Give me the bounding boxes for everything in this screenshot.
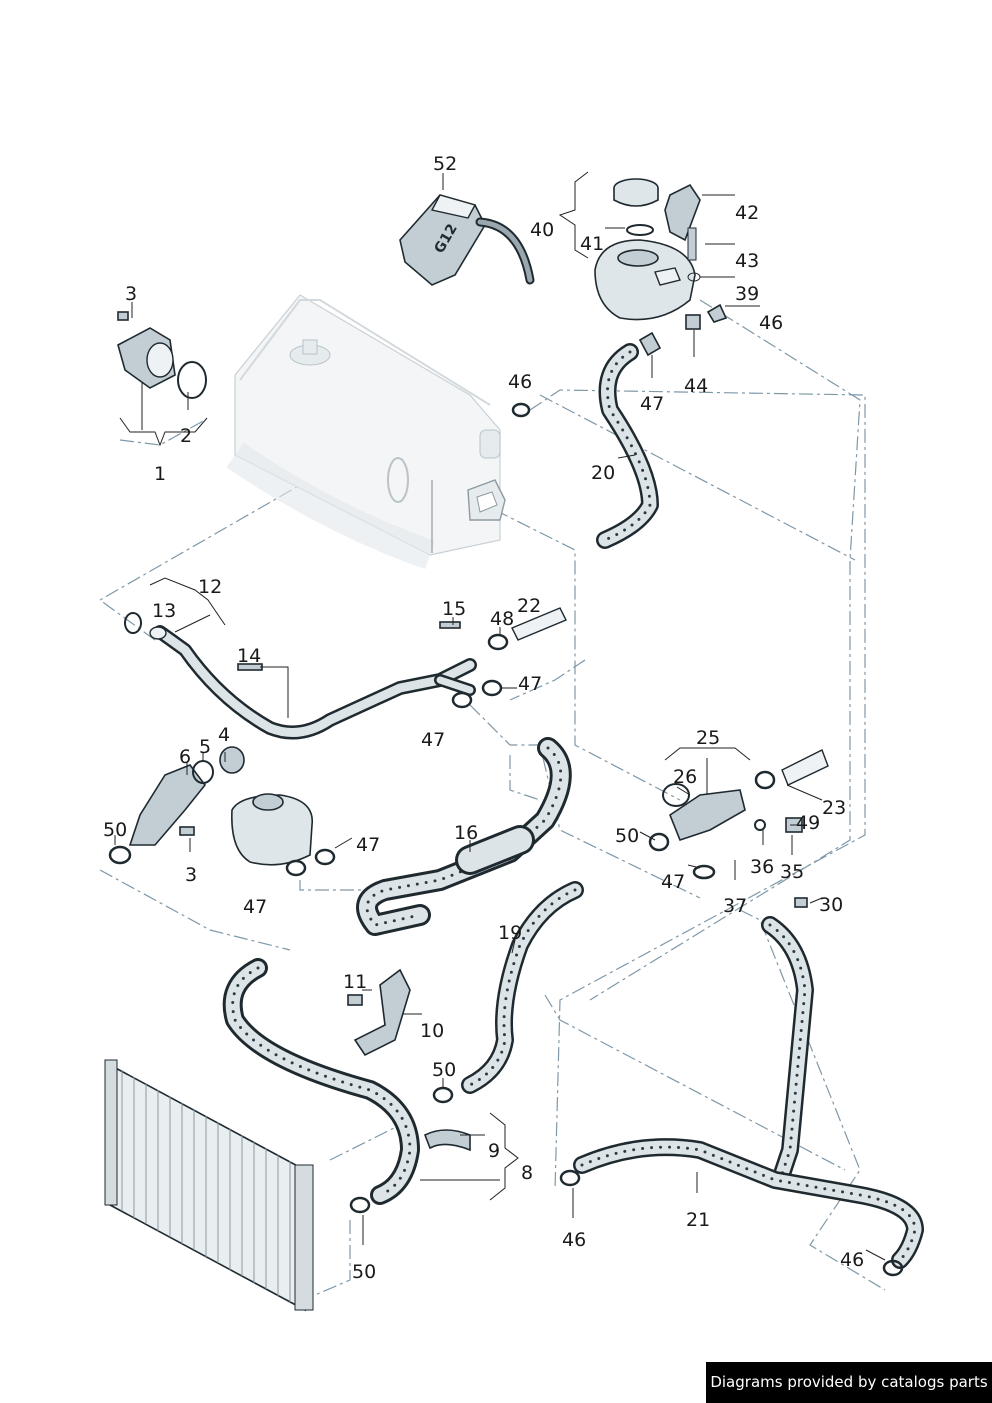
callout-39: 39 [735, 283, 759, 305]
callout-6: 6 [179, 746, 191, 768]
bracket [347, 968, 471, 1214]
callout-44: 44 [684, 375, 708, 397]
coolant-jug: G12 [399, 194, 535, 286]
callout-21: 21 [686, 1209, 710, 1231]
callout-23: 23 [822, 797, 846, 819]
callout-labels: 52 42 40 41 43 3 39 46 2 46 44 47 1 20 1… [103, 153, 864, 1283]
callout-2: 2 [180, 425, 192, 447]
callout-37: 37 [723, 895, 747, 917]
thermostat-housing [117, 311, 207, 399]
callout-8: 8 [521, 1162, 533, 1184]
callout-47-pipe: 47 [421, 729, 445, 751]
callout-47-top: 47 [640, 393, 664, 415]
callout-26: 26 [673, 766, 697, 788]
radiator [104, 1059, 314, 1312]
callout-48: 48 [490, 608, 514, 630]
leader-lines [114, 171, 886, 1261]
callout-10: 10 [420, 1020, 444, 1042]
callout-4: 4 [218, 724, 230, 746]
callout-47-left: 47 [243, 896, 267, 918]
guide-lines [98, 299, 886, 1296]
callout-22: 22 [517, 595, 541, 617]
coolant-pipe [124, 402, 567, 740]
callout-3-top: 3 [125, 283, 137, 305]
callout-52: 52 [433, 153, 457, 175]
footer-banner: Diagrams provided by catalogs parts [706, 1362, 992, 1403]
callout-16: 16 [454, 822, 478, 844]
callout-9: 9 [488, 1140, 500, 1162]
callout-41: 41 [580, 233, 604, 255]
hoses [222, 343, 924, 1277]
callout-25: 25 [696, 727, 720, 749]
callout-46-bottom: 46 [562, 1229, 586, 1251]
callout-35: 35 [780, 861, 804, 883]
outlet-flange [108, 746, 245, 865]
callout-12: 12 [198, 576, 222, 598]
callout-40: 40 [530, 219, 554, 241]
callout-5: 5 [199, 736, 211, 758]
callout-1: 1 [154, 463, 166, 485]
callout-50-mid: 50 [432, 1059, 456, 1081]
callout-50-left: 50 [103, 819, 127, 841]
callout-46-right: 46 [840, 1249, 864, 1271]
callout-11: 11 [343, 971, 367, 993]
callout-3: 3 [185, 864, 197, 886]
callout-47-res: 47 [356, 834, 380, 856]
callout-20: 20 [591, 462, 615, 484]
callout-13: 13 [152, 600, 176, 622]
callout-14: 14 [237, 645, 261, 667]
small-reservoir [231, 793, 336, 877]
engine-block [226, 294, 506, 570]
callout-50-bottom: 50 [352, 1261, 376, 1283]
callout-49: 49 [796, 812, 820, 834]
callout-36: 36 [750, 856, 774, 878]
callout-19: 19 [498, 922, 522, 944]
callout-46-top: 46 [759, 312, 783, 334]
callout-47-mid: 47 [518, 673, 542, 695]
callout-43: 43 [735, 250, 759, 272]
callout-30: 30 [819, 894, 843, 916]
callout-15: 15 [442, 598, 466, 620]
callout-50-tee: 50 [615, 825, 639, 847]
callout-42: 42 [735, 202, 759, 224]
coolant-tee [648, 749, 829, 908]
callout-47-tee: 47 [661, 871, 685, 893]
expansion-tank [594, 178, 728, 357]
callout-46: 46 [508, 371, 532, 393]
